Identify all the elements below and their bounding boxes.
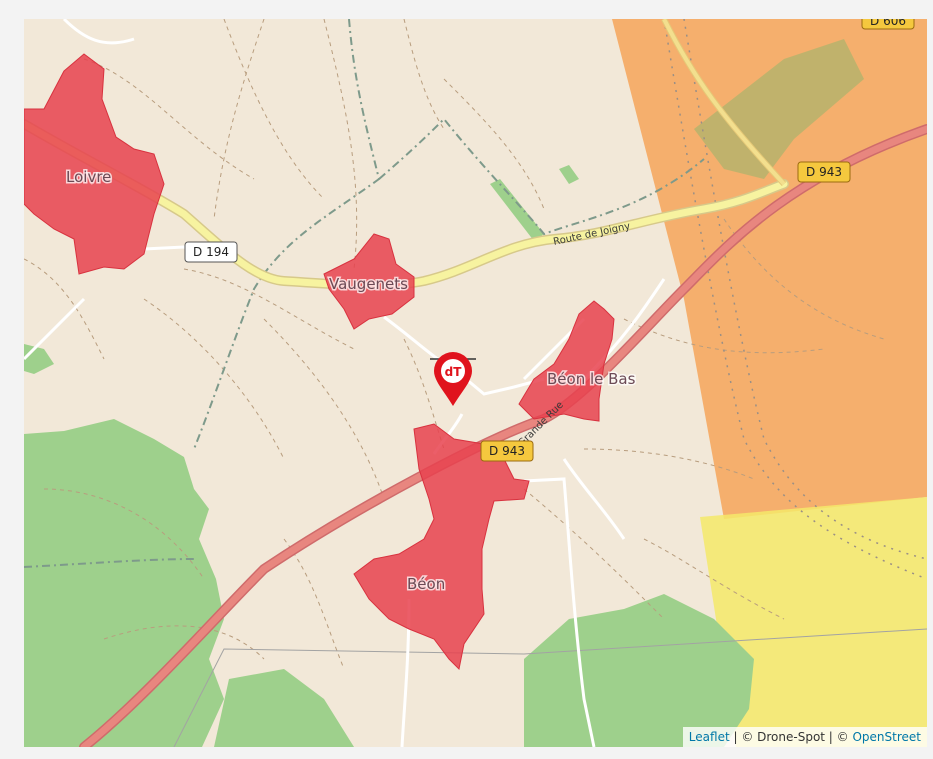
shield-d943-center: D 943 <box>480 440 534 462</box>
secondary-road <box>24 120 788 289</box>
place-label-loivre: Loivre <box>66 168 111 186</box>
marker-inner-circle <box>441 359 465 383</box>
marker-logo-text: dT <box>445 365 463 379</box>
northeast-road <box>662 19 786 186</box>
shield-d943-center-text: D 943 <box>489 444 525 458</box>
shield-d943-east-text: D 943 <box>806 165 842 179</box>
restricted-zones <box>24 53 615 671</box>
location-marker[interactable]: dT <box>430 352 476 406</box>
map-attribution: Leaflet | © Drone-Spot | © OpenStreet <box>682 727 927 747</box>
place-label-vaugenets: Vaugenets <box>329 275 408 293</box>
map-svg: Route de Joigny Grande Rue D 194 D 943 D… <box>24 19 927 747</box>
forest-south <box>214 669 354 747</box>
orange-zone <box>612 19 927 519</box>
shield-d606-text: D 606 <box>870 19 906 28</box>
shield-d943-east: D 943 <box>797 161 851 183</box>
zone-beon <box>353 423 530 671</box>
forest-southeast <box>524 594 754 747</box>
place-label-beon: Béon <box>407 575 445 593</box>
place-label-beon-le-bas: Béon le Bas <box>547 370 636 388</box>
admin-boundaries <box>24 19 705 568</box>
openstreetmap-link[interactable]: OpenStreet <box>852 730 921 744</box>
rail-line <box>663 19 927 580</box>
minor-roads <box>24 19 666 747</box>
track-paths <box>24 19 885 670</box>
yellow-zone <box>700 497 927 747</box>
attribution-text: | © Drone-Spot | © <box>729 730 853 744</box>
shield-d606: D 606 <box>861 19 915 30</box>
zone-loivre <box>24 53 165 275</box>
zone-beon-le-bas <box>518 300 615 422</box>
field-strip-1 <box>490 179 544 241</box>
boundary-line-south <box>173 628 927 747</box>
shield-d194-text: D 194 <box>193 245 229 259</box>
primary-road <box>80 125 927 747</box>
forest-northeast <box>694 39 864 179</box>
shield-d194: D 194 <box>184 241 238 263</box>
zone-vaugenets <box>323 233 415 330</box>
leaflet-link[interactable]: Leaflet <box>688 730 730 744</box>
map-viewport[interactable]: Route de Joigny Grande Rue D 194 D 943 D… <box>24 19 927 747</box>
field-strip-2 <box>559 165 579 184</box>
